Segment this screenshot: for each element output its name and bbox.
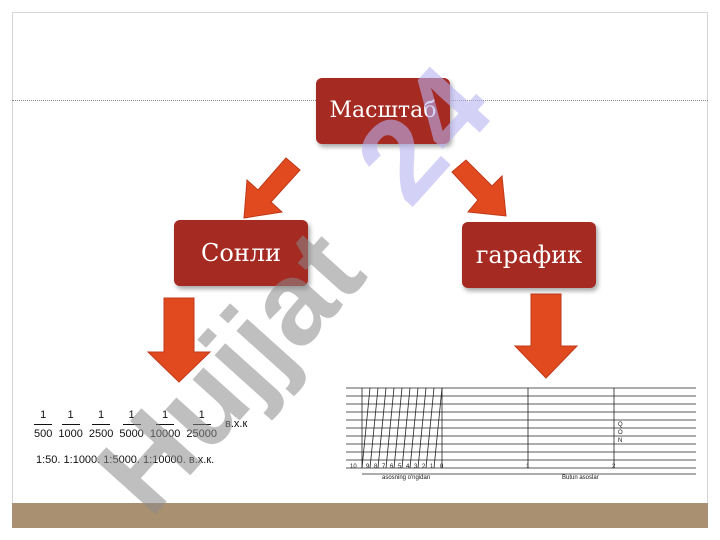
left-digit: 0 xyxy=(440,464,444,470)
base-label: Butun asoslar xyxy=(562,475,599,481)
left-digit: 8 xyxy=(374,464,378,470)
right-letter: O xyxy=(618,430,623,436)
fractions-suffix: в.х.к xyxy=(225,418,248,430)
left-digit: 4 xyxy=(406,464,410,470)
scale-digits: 10 9 8 7 6 5 4 3 2 1 0 1 2 asosning o'ng… xyxy=(350,422,623,481)
left-digit: 7 xyxy=(382,464,386,470)
right-digit: 2 xyxy=(612,464,616,470)
root-box-masshtab: Масштаб xyxy=(316,78,450,144)
scale-grid xyxy=(346,387,696,475)
box-garafik: гарафик xyxy=(462,222,596,288)
right-digit: 1 xyxy=(526,464,530,470)
footer-bar xyxy=(12,503,708,528)
sublabel-1: asosning o'ngidan xyxy=(382,475,430,481)
left-digit: 3 xyxy=(414,464,418,470)
left-digit: 6 xyxy=(390,464,394,470)
right-letter: N xyxy=(618,438,622,444)
ratios-line: 1:50. 1:1000. 1:5000. 1:10000. в.х.к. xyxy=(36,454,215,466)
box-sonli: Сонли xyxy=(174,220,308,286)
left-digit: 2 xyxy=(422,464,426,470)
right-letter: Q xyxy=(618,422,623,428)
left-digit: 10 xyxy=(350,464,357,470)
left-digit: 5 xyxy=(398,464,402,470)
left-digit: 9 xyxy=(366,464,370,470)
left-digit: 1 xyxy=(430,464,434,470)
graphic-scale-figure: 10 9 8 7 6 5 4 3 2 1 0 1 2 asosning o'ng… xyxy=(342,382,698,482)
